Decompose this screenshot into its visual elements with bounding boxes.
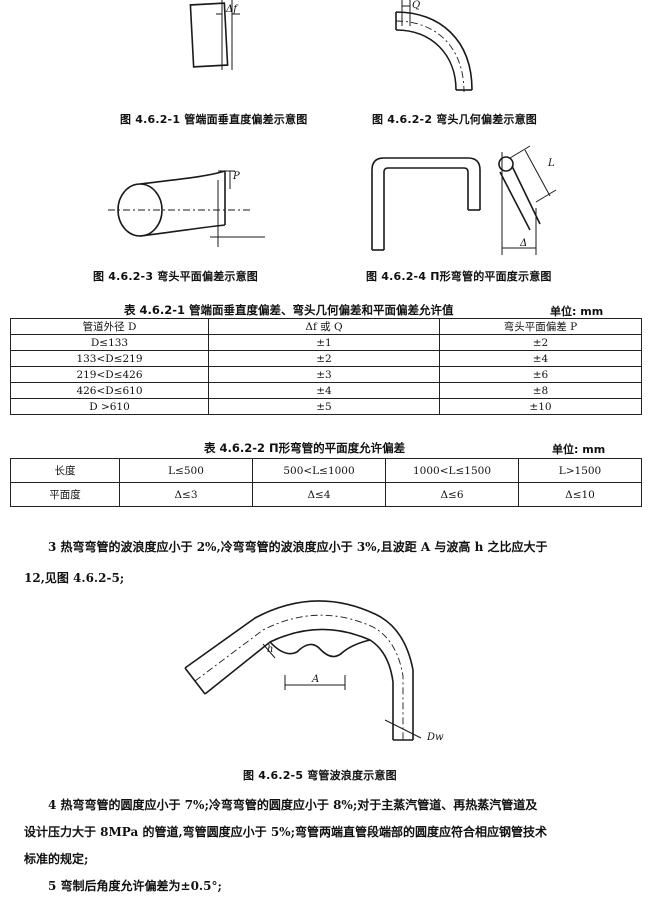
figure-4-caption: 图 4.6.2-4 Π形弯管的平面度示意图: [366, 270, 552, 283]
figure-3-drawing: P: [108, 170, 265, 247]
figure-2-drawing: Q: [395, 0, 473, 93]
figure-4-label-l: L: [547, 158, 555, 169]
table-1-title: 表 4.6.2-1 管端面垂直度偏差、弯头几何偏差和平面偏差允许值: [124, 303, 454, 317]
figure-5: A h Dw: [175, 600, 475, 750]
paragraph-5-line-1: 5 弯制后角度允许偏差为±0.5°;: [48, 879, 222, 893]
table-1: 管道外径 D Δf 或 Q 弯头平面偏差 P D≤133 ±1 ±2 133<D…: [10, 318, 642, 415]
figure-5-label-a: A: [311, 674, 319, 685]
figure-5-label-h: h: [267, 644, 273, 655]
figure-2-caption: 图 4.6.2-2 弯头几何偏差示意图: [372, 113, 537, 126]
table-row: D≤133 ±1 ±2: [10, 334, 642, 351]
figure-1: Δf: [160, 0, 270, 100]
figure-3: P: [100, 155, 280, 265]
table-2-title: 表 4.6.2-2 Π形弯管的平面度允许偏差: [204, 441, 406, 455]
figure-1-label: Δf: [225, 4, 239, 15]
table-row: 426<D≤610 ±4 ±8: [10, 382, 642, 399]
figure-4-drawing: L Δ: [371, 145, 557, 255]
table-1-unit: 单位: mm: [550, 305, 604, 318]
table-2: 长度 L≤500 500<L≤1000 1000<L≤1500 L>1500 平…: [10, 458, 642, 507]
figure-5-label-dw: Dw: [426, 732, 444, 743]
figure-4: L Δ: [360, 140, 570, 265]
paragraph-4-line-2: 设计压力大于 8MPa 的管道,弯管圆度应小于 5%;弯管两端直管段端部的圆度应…: [24, 825, 548, 839]
figure-5-drawing: A h Dw: [184, 600, 444, 743]
table-row: 219<D≤426 ±3 ±6: [10, 366, 642, 383]
figure-2-label: Q: [412, 0, 420, 11]
figure-1-caption: 图 4.6.2-1 管端面垂直度偏差示意图: [120, 113, 308, 126]
figure-2: Q: [380, 0, 500, 105]
paragraph-4-line-3: 标准的规定;: [24, 852, 89, 866]
figure-5-caption: 图 4.6.2-5 弯管波浪度示意图: [243, 769, 397, 782]
figure-1-drawing: Δf: [189, 0, 240, 70]
paragraph-3-line-2: 12,见图 4.6.2-5;: [24, 571, 125, 585]
table-row: 133<D≤219 ±2 ±4: [10, 350, 642, 367]
table-row: 平面度 Δ≤3 Δ≤4 Δ≤6 Δ≤10: [10, 482, 642, 507]
table-row: D >610 ±5 ±10: [10, 398, 642, 415]
table-row: 长度 L≤500 500<L≤1000 1000<L≤1500 L>1500: [10, 458, 642, 483]
paragraph-3-line-1: 3 热弯弯管的波浪度应小于 2%,冷弯弯管的波浪度应小于 3%,且波距 A 与波…: [48, 540, 548, 554]
table-2-unit: 单位: mm: [552, 443, 606, 456]
figure-3-label: P: [232, 171, 240, 182]
table-row: 管道外径 D Δf 或 Q 弯头平面偏差 P: [10, 318, 642, 335]
figure-3-caption: 图 4.6.2-3 弯头平面偏差示意图: [93, 270, 258, 283]
figure-4-label-delta: Δ: [519, 238, 527, 249]
paragraph-4-line-1: 4 热弯弯管的圆度应小于 7%;冷弯弯管的圆度应小于 8%;对于主蒸汽管道、再热…: [48, 798, 538, 812]
